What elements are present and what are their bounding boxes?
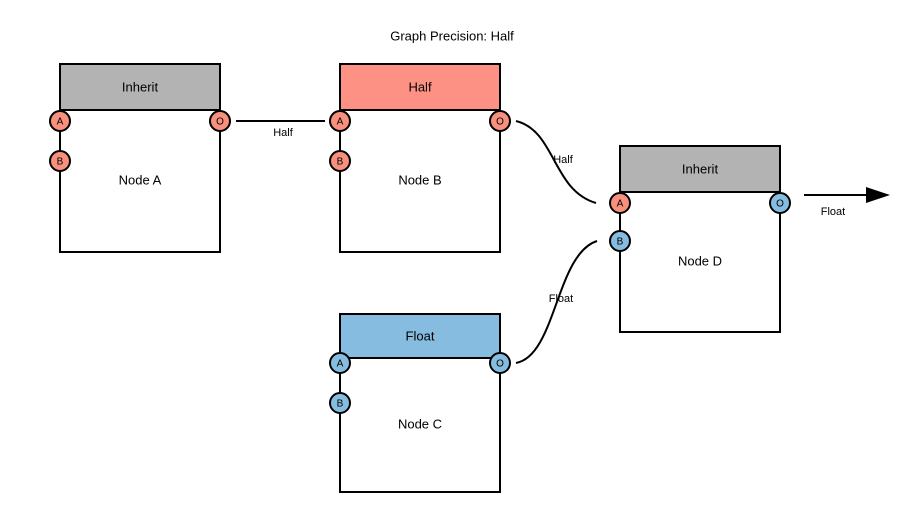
port-circle[interactable] (209, 110, 231, 132)
graph-edge[interactable]: Float (804, 194, 866, 218)
port-label: A (617, 199, 624, 210)
port-circle[interactable] (609, 230, 631, 252)
output-port-o[interactable]: O (769, 192, 791, 214)
port-label: O (496, 117, 504, 128)
edge-c-to-d[interactable] (515, 240, 598, 364)
port-label: O (216, 117, 224, 128)
edge-label: Float (549, 293, 573, 305)
input-port-b[interactable]: B (329, 392, 351, 414)
node-label: Node A (119, 172, 162, 187)
graph-edge[interactable]: Float (515, 240, 598, 364)
node-label: Node B (398, 172, 441, 187)
input-port-b[interactable]: B (49, 150, 71, 172)
port-circle[interactable] (49, 110, 71, 132)
node-header[interactable] (59, 63, 221, 111)
node-header-label: Float (406, 328, 435, 343)
input-port-b[interactable]: B (329, 150, 351, 172)
port-circle[interactable] (489, 352, 511, 374)
output-port-o[interactable]: O (209, 110, 231, 132)
input-port-a[interactable]: A (609, 192, 631, 214)
graph-output-arrow (866, 187, 890, 203)
port-circle[interactable] (49, 150, 71, 172)
port-label: A (337, 359, 344, 370)
edge-b-to-d[interactable] (515, 120, 597, 204)
port-label: A (57, 117, 64, 128)
output-port-o[interactable]: O (489, 110, 511, 132)
input-port-a[interactable]: A (329, 110, 351, 132)
node-label: Node D (678, 253, 722, 268)
port-circle[interactable] (609, 192, 631, 214)
edge-label: Float (821, 206, 845, 218)
input-port-a[interactable]: A (329, 352, 351, 374)
port-circle[interactable] (329, 150, 351, 172)
port-label: O (496, 359, 504, 370)
graph-title: Graph Precision: Half (390, 28, 514, 43)
node-header-label: Half (408, 79, 432, 94)
input-port-b[interactable]: B (609, 230, 631, 252)
port-label: B (57, 157, 64, 168)
node-header[interactable] (339, 63, 501, 111)
node-header[interactable] (619, 145, 781, 193)
edge-label: Half (273, 127, 294, 139)
edge-label: Half (553, 154, 574, 166)
port-circle[interactable] (329, 352, 351, 374)
port-circle[interactable] (769, 192, 791, 214)
port-label: O (776, 199, 784, 210)
port-circle[interactable] (489, 110, 511, 132)
graph-edge[interactable]: Half (515, 120, 597, 204)
node-header-label: Inherit (122, 79, 159, 94)
port-circle[interactable] (329, 392, 351, 414)
port-label: B (337, 399, 344, 410)
port-label: B (617, 237, 624, 248)
node-header-label: Inherit (682, 161, 719, 176)
node-header[interactable] (339, 313, 501, 359)
port-label: A (337, 117, 344, 128)
graph-edge[interactable]: Half (236, 120, 325, 139)
node-label: Node C (398, 416, 442, 431)
port-label: B (337, 157, 344, 168)
output-port-o[interactable]: O (489, 352, 511, 374)
input-port-a[interactable]: A (49, 110, 71, 132)
port-circle[interactable] (329, 110, 351, 132)
